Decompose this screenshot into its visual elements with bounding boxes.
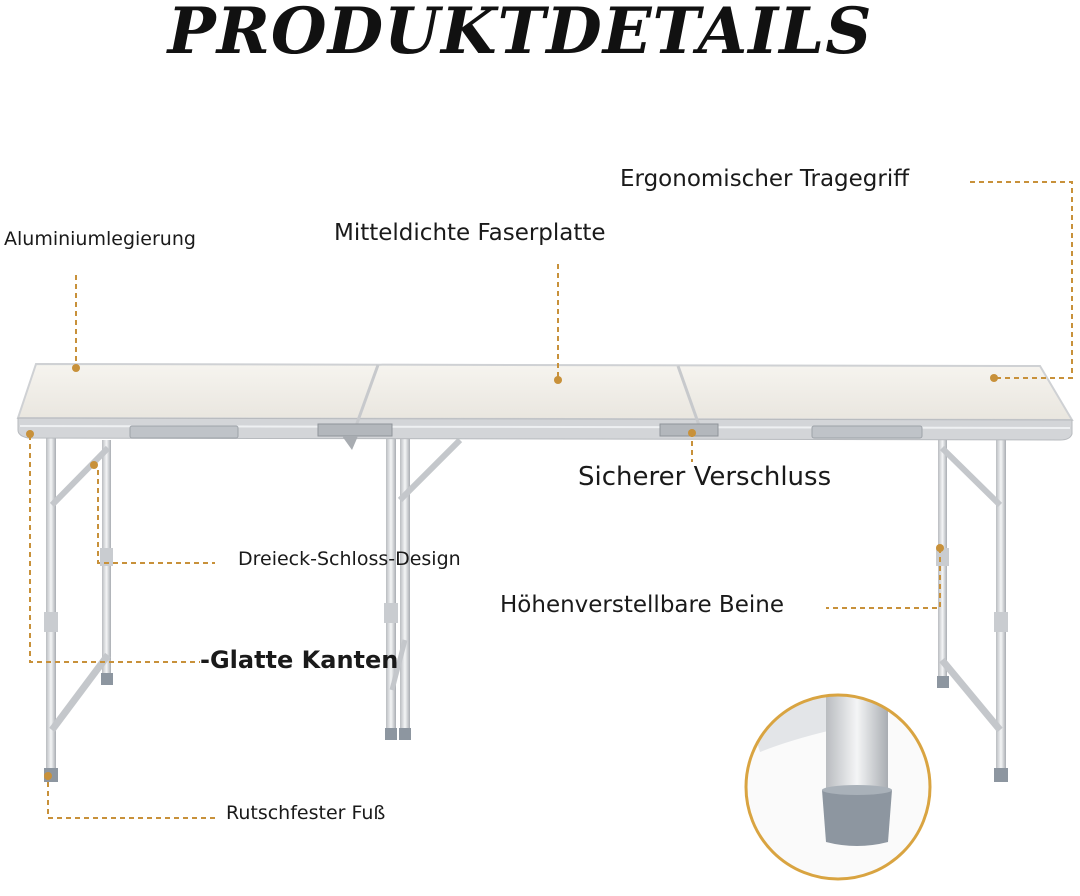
foot-detail-inset	[744, 693, 932, 881]
callout-dots	[26, 364, 998, 780]
brace-left-lower	[49, 652, 111, 733]
label-edges: -Glatte Kanten	[200, 646, 399, 674]
hinge-left	[129, 425, 239, 439]
brace-right-lower	[939, 657, 1003, 733]
label-lock: Sicherer Verschluss	[578, 462, 832, 492]
label-handle: Ergonomischer Tragegriff	[620, 166, 910, 192]
label-fiberboard: Mitteldichte Faserplatte	[334, 220, 606, 246]
fold-seam-left	[354, 364, 380, 427]
brace-middle-lower	[389, 639, 408, 691]
fold-seam-right	[676, 365, 702, 429]
callout-lines	[29, 181, 1073, 819]
label-height: Höhenverstellbare Beine	[500, 592, 784, 618]
foot-right	[994, 768, 1008, 782]
triangle-brace-middle	[397, 437, 463, 503]
label-foot: Rutschfester Fuß	[226, 802, 386, 824]
tabletop	[16, 362, 1074, 450]
label-triangle: Dreieck-Schloss-Design	[238, 548, 461, 570]
leg-middle-a	[386, 436, 396, 736]
leg-front-left	[46, 434, 56, 774]
inset-ring	[744, 693, 932, 881]
leg-middle-b	[400, 436, 410, 736]
center-hinge	[317, 423, 393, 437]
leg-front-right	[996, 436, 1006, 774]
page-title: PRODUKTDETAILS	[167, 0, 873, 69]
table-legs	[44, 434, 1008, 782]
triangle-brace-left	[49, 445, 111, 508]
hinge-right	[811, 425, 923, 439]
label-aluminium: Aluminiumlegierung	[4, 228, 196, 250]
triangle-brace-right	[939, 445, 1003, 508]
secure-latch	[659, 423, 719, 437]
